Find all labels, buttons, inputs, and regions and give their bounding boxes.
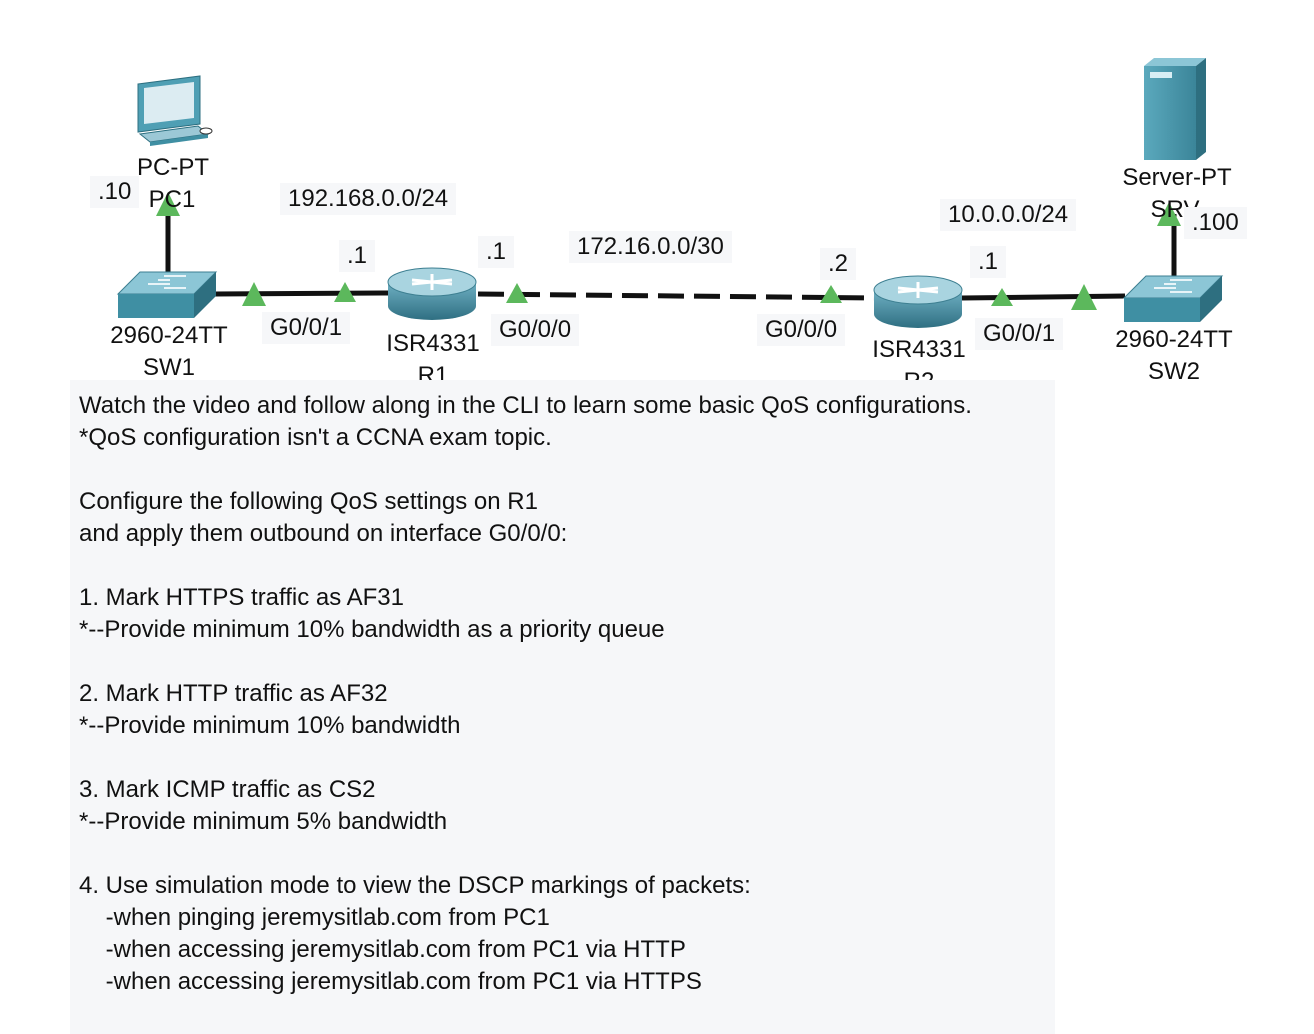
r2-lan-if-label: G0/0/1 <box>975 318 1064 350</box>
note-line: 2. Mark HTTP traffic as AF32 <box>79 680 388 707</box>
switch-icon-sw2[interactable] <box>1122 275 1224 322</box>
r1-lan-ip-label: .1 <box>339 240 376 272</box>
note-line: *--Provide minimum 10% bandwidth as a pr… <box>79 616 665 643</box>
r1-g001-up <box>334 282 356 302</box>
network-wan-label: 172.16.0.0/30 <box>569 231 732 263</box>
pc1-type-label: PC-PT <box>137 154 209 181</box>
note-line: Configure the following QoS settings on … <box>79 488 538 515</box>
sw1-port-up <box>242 282 266 306</box>
sw2-type-label: 2960-24TT <box>1115 326 1233 353</box>
note-line: *QoS configuration isn't a CCNA exam top… <box>79 424 552 451</box>
r2-type-label: ISR4331 <box>872 336 966 363</box>
note-line: -when accessing jeremysitlab.com from PC… <box>79 936 686 963</box>
note-line: 1. Mark HTTPS traffic as AF31 <box>79 584 404 611</box>
pc1-port-up <box>156 192 180 216</box>
router-icon-r1[interactable] <box>387 267 477 320</box>
pc1-name-label: PC1 <box>148 186 196 213</box>
r2-wan-if-label: G0/0/0 <box>757 314 846 346</box>
r2-g000-up <box>820 285 842 303</box>
note-line <box>79 454 1055 486</box>
srv-port-up <box>1157 202 1181 226</box>
r2-wan-ip-label: .2 <box>820 248 857 280</box>
link-r1-r2-serial <box>477 291 877 301</box>
r1-type-label: ISR4331 <box>386 330 480 357</box>
note-line: *--Provide minimum 5% bandwidth <box>79 808 448 835</box>
network-lan2-label: 10.0.0.0/24 <box>940 199 1077 231</box>
r2-name-label: R2 <box>860 368 978 380</box>
sw2-port-up <box>1071 284 1097 310</box>
note-line: and apply them outbound on interface G0/… <box>79 520 568 547</box>
r1-name-label: R1 <box>417 362 449 380</box>
network-lan1-label: 192.168.0.0/24 <box>280 183 457 215</box>
r1-wan-if-label: G0/0/0 <box>491 314 580 346</box>
note-line: 3. Mark ICMP traffic as CS2 <box>79 776 376 803</box>
r2-g001-up <box>991 288 1013 306</box>
link-sw1-r1 <box>214 290 393 297</box>
sw1-type-label: 2960-24TT <box>110 322 228 349</box>
sw1-name-label: SW1 <box>142 354 195 378</box>
link-status-indicators <box>156 192 1181 310</box>
instructions-note: Watch the video and follow along in the … <box>70 380 1055 1034</box>
srv-ip-label: .100 <box>1184 207 1247 239</box>
r1-wan-ip-label: .1 <box>478 236 515 268</box>
r1-lan-if-label: G0/0/1 <box>262 312 351 344</box>
note-line: Watch the video and follow along in the … <box>79 392 972 419</box>
r1-g000-up <box>506 283 528 303</box>
server-icon[interactable] <box>1144 58 1206 160</box>
pc-icon[interactable] <box>137 75 213 146</box>
sw2-name-label: SW2 <box>1147 358 1200 385</box>
note-line <box>79 646 1055 678</box>
router-icon-r2[interactable] <box>873 275 963 328</box>
switch-icon-sw1[interactable] <box>116 271 218 318</box>
note-line: -when pinging jeremysitlab.com from PC1 <box>79 904 550 931</box>
srv-type-label: Server-PT <box>1122 164 1232 191</box>
note-line: -when accessing jeremysitlab.com from PC… <box>79 968 702 995</box>
pc1-ip-label: .10 <box>90 176 140 208</box>
note-line <box>79 550 1055 582</box>
r2-lan-ip-label: .1 <box>970 246 1007 278</box>
note-line <box>79 742 1055 774</box>
note-line <box>79 838 1055 870</box>
link-r2-sw2 <box>961 293 1126 301</box>
note-line: *--Provide minimum 10% bandwidth <box>79 712 461 739</box>
note-line: 4. Use simulation mode to view the DSCP … <box>79 872 751 899</box>
